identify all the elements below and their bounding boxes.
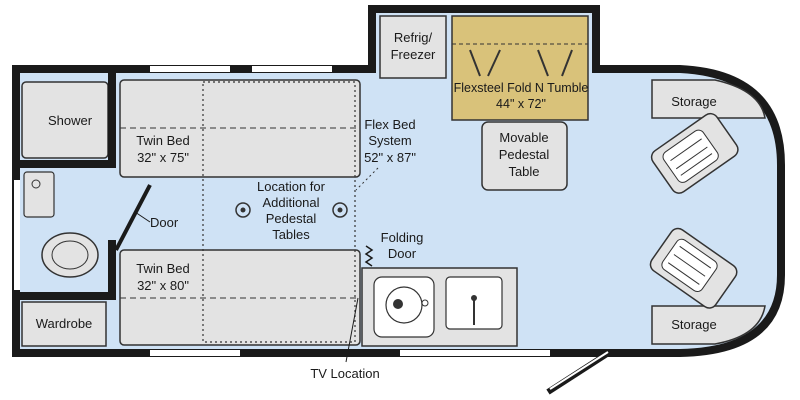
- flex-bed-size: 52" x 87": [364, 150, 416, 165]
- folding-door-label-1: Folding: [381, 230, 424, 245]
- door-leader: [134, 211, 151, 223]
- faucet-icon: [31, 179, 41, 189]
- pedestal-tables-label-1: Location for: [257, 179, 326, 194]
- movable-table-label-2: Pedestal: [499, 147, 550, 162]
- folding-door-label-2: Door: [388, 246, 417, 261]
- storage-top-label: Storage: [671, 94, 717, 109]
- burner-icon: [385, 286, 423, 324]
- toilet-seat: [51, 240, 89, 270]
- wardrobe: [21, 301, 107, 347]
- flex-bed-label-2: System: [368, 133, 411, 148]
- cab-seat-passenger: [650, 112, 739, 194]
- pedestal-tables-label-3: Pedestal: [266, 211, 317, 226]
- flex-bed-label-1: Flex Bed: [364, 117, 415, 132]
- window: [252, 66, 332, 72]
- storage-bottom: [651, 305, 766, 345]
- cab-seat-driver: [649, 227, 738, 309]
- bath-sink: [23, 171, 55, 218]
- movable-table-label-1: Movable: [499, 130, 548, 145]
- refrigerator: [379, 15, 447, 79]
- sofa-hinge: [561, 49, 573, 77]
- refrig-label-2: Freezer: [391, 47, 436, 62]
- bath-wall: [108, 73, 116, 163]
- tv-location-label: TV Location: [310, 366, 379, 381]
- cooktop: [373, 276, 435, 338]
- twin-bed-top-name: Twin Bed: [136, 133, 189, 148]
- sofa-hinge: [537, 49, 549, 77]
- pedestal-location-icon: [235, 202, 251, 218]
- folding-door: [364, 245, 374, 267]
- window: [150, 66, 230, 72]
- sofa-hinge: [469, 49, 481, 77]
- sofa-size: 44" x 72": [496, 97, 546, 111]
- entry-door-inner: [549, 351, 609, 390]
- pedestal-tables-label-4: Tables: [272, 227, 310, 242]
- movable-table-label-3: Table: [508, 164, 539, 179]
- faucet-icon: [471, 295, 477, 301]
- bath-wall: [108, 240, 116, 296]
- pedestal-location-icon: [337, 207, 343, 213]
- sofa-label: Flexsteel Fold N Tumble: [454, 81, 589, 95]
- flex-bed-leader: [355, 167, 379, 191]
- refrig-label-1: Refrig/: [394, 30, 433, 45]
- window: [400, 350, 550, 356]
- wardrobe-label: Wardrobe: [36, 316, 93, 331]
- movable-pedestal-table: [481, 121, 568, 191]
- pedestal-location-icon: [240, 207, 246, 213]
- storage-bottom-label: Storage: [671, 317, 717, 332]
- bath-door: [114, 184, 152, 251]
- pedestal-tables-label-2: Additional: [262, 195, 319, 210]
- shower-label: Shower: [48, 113, 93, 128]
- twin-bed-top-size: 32" x 75": [137, 150, 189, 165]
- knob-icon: [421, 299, 429, 307]
- sofa-hinge: [487, 49, 501, 77]
- bath-wall: [20, 160, 116, 168]
- toilet: [41, 232, 99, 278]
- flex-bed-outline: [202, 81, 356, 343]
- bath-wall: [20, 292, 116, 300]
- pedestal-location-icon: [332, 202, 348, 218]
- door-label: Door: [150, 215, 179, 230]
- tv-location-leader: [345, 297, 359, 363]
- window: [14, 180, 20, 290]
- window: [150, 350, 240, 356]
- entry-door: [546, 349, 612, 395]
- twin-bed-bottom-size: 32" x 80": [137, 278, 189, 293]
- twin-bed-bottom-name: Twin Bed: [136, 261, 189, 276]
- burner-icon: [393, 299, 403, 309]
- storage-top: [651, 79, 766, 119]
